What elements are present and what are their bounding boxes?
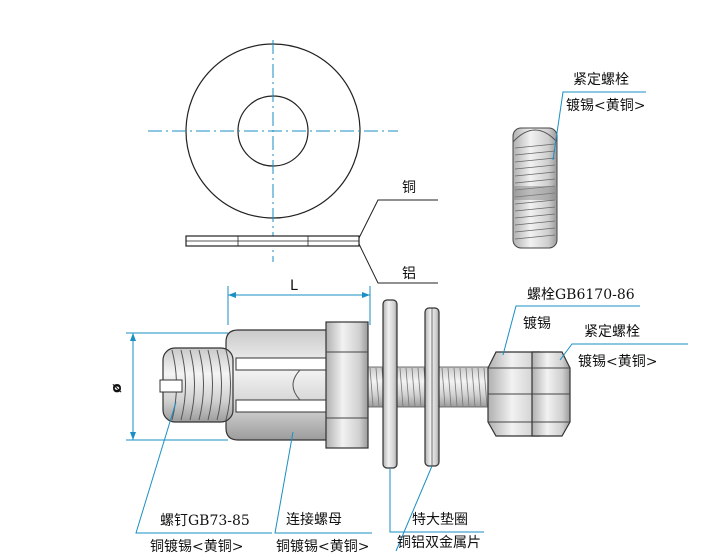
dimension-diameter	[126, 332, 228, 441]
thread-line	[514, 178, 556, 184]
right-set-screw-plating: 镀锡<黄铜>	[578, 353, 657, 370]
thread-line	[441, 367, 446, 407]
thread-line	[514, 220, 556, 226]
screw-standard-label: 螺钉GB73-85	[160, 513, 250, 529]
thread-line	[514, 150, 556, 156]
bolt-standard-label: 螺栓GB6170-86	[527, 287, 635, 303]
copper-label: 铜	[402, 180, 416, 196]
thread-line	[369, 367, 374, 407]
thread-line	[225, 349, 231, 421]
thread-line	[399, 367, 404, 407]
bimetal-strip-side-view	[185, 199, 438, 284]
thread-line	[483, 367, 488, 407]
top-set-screw-leader	[552, 91, 646, 161]
thread-line	[180, 349, 186, 421]
thread-line	[514, 171, 556, 177]
bimetal-sheet-leader	[395, 465, 433, 552]
connecting-nut-label: 连接螺母	[286, 511, 342, 528]
top-set-screw-label: 紧定螺栓	[573, 72, 629, 88]
thread-line	[514, 143, 556, 149]
aluminum-label: 铝	[402, 266, 416, 282]
connecting-nut-leader	[274, 431, 372, 534]
screw-leader	[135, 401, 272, 534]
bolt-leader	[502, 305, 640, 356]
thread-line	[417, 367, 422, 407]
set-screw-top-right	[512, 91, 646, 249]
thread-line	[375, 367, 380, 407]
right-set-screw-leader	[559, 343, 688, 361]
large-washer	[382, 299, 398, 469]
thread-line	[189, 349, 195, 421]
thread-line	[411, 367, 416, 407]
thread-line	[514, 206, 556, 212]
screw-plating-label: 铜镀锡<黄铜>	[150, 538, 243, 555]
connecting-nut-plating-label: 铜镀锡<黄铜>	[276, 538, 369, 555]
bolt-plating-label: 镀锡	[523, 315, 551, 332]
thread-line	[447, 367, 452, 407]
right-set-screw-label: 紧定螺栓	[584, 324, 640, 340]
main-assembly	[159, 299, 571, 469]
copper-leader	[358, 199, 438, 239]
left-set-screw	[159, 347, 234, 423]
thread-line	[453, 367, 458, 407]
thread-line	[514, 227, 556, 233]
thread-line	[514, 157, 556, 163]
thread-line	[514, 164, 556, 170]
thread-line	[405, 367, 410, 407]
dimension-l-label: L	[290, 278, 298, 294]
thread-line	[514, 199, 556, 205]
thread-line	[471, 367, 476, 407]
dimension-l	[227, 286, 371, 325]
washer-top-view	[148, 40, 398, 262]
thread-line	[514, 213, 556, 219]
thread-line	[216, 349, 222, 421]
thread-line	[514, 234, 556, 240]
connecting-nut-hex	[325, 321, 369, 449]
thread-line	[465, 367, 470, 407]
diameter-label: ø	[109, 383, 125, 393]
thread-line	[198, 349, 204, 421]
top-set-screw-plating: 镀锡<黄铜>	[566, 97, 645, 114]
large-washer-label: 特大垫圈	[412, 512, 468, 528]
thread-line	[459, 367, 464, 407]
connecting-nut-sleeve	[225, 329, 331, 441]
aluminum-leader	[358, 243, 438, 284]
large-washer-leader	[389, 468, 484, 533]
thread-line	[477, 367, 482, 407]
right-set-screw-hex	[531, 351, 571, 437]
thread-line	[207, 349, 213, 421]
bimetal-sheet-label: 铜铝双金属片	[397, 535, 481, 551]
